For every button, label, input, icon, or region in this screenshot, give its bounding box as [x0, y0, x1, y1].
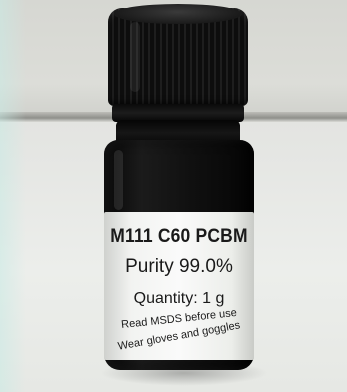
label-compound: M111 C60 PCBM	[110, 226, 248, 247]
background-edge	[0, 0, 26, 392]
vial-glass-highlight	[114, 150, 123, 210]
label-purity: Purity 99.0%	[125, 256, 233, 277]
vial-cap-top	[114, 4, 242, 24]
vial-label: M111 C60 PCBM Purity 99.0% Quantity: 1 g…	[104, 212, 254, 360]
label-quantity: Quantity: 1 g	[133, 290, 225, 307]
vial-cap-highlight	[130, 22, 140, 92]
vial-neck	[112, 104, 244, 122]
vial-cap	[108, 8, 248, 106]
